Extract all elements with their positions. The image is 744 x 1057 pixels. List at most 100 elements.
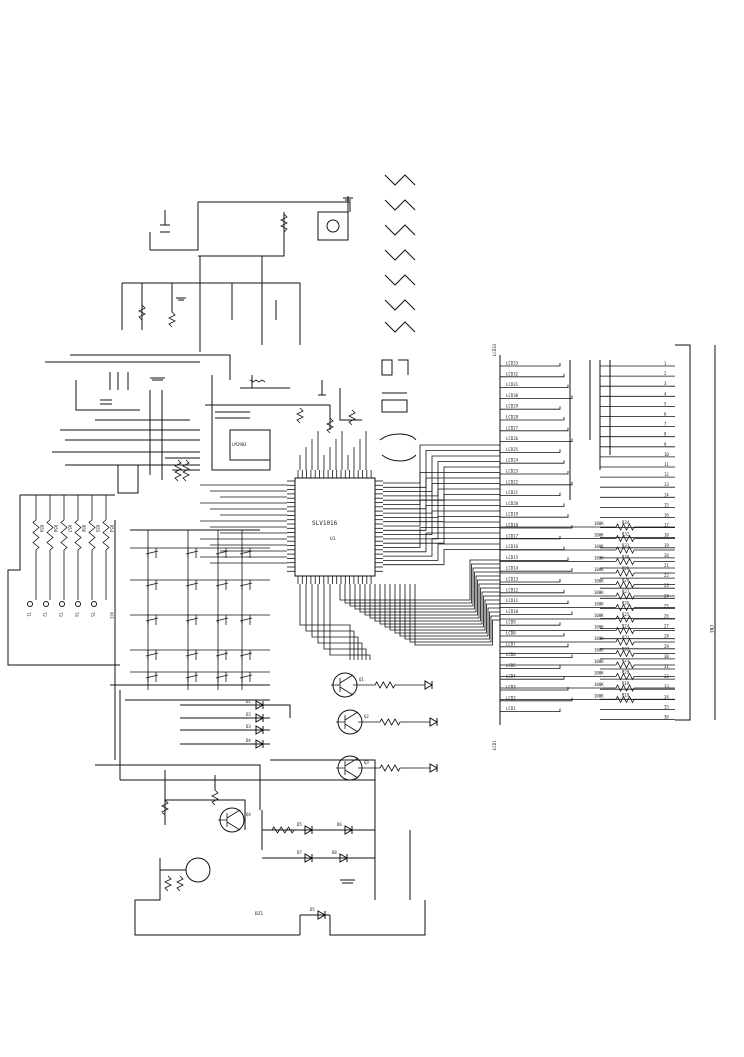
resistor (615, 557, 635, 566)
terminal (27, 601, 33, 607)
resistor-value: 100K (594, 671, 604, 676)
lcd-pin-label: LCD15 (506, 555, 519, 560)
bus-wire (383, 494, 500, 523)
matrix-wires (110, 520, 270, 760)
lcd-line (500, 643, 569, 648)
bus-wire (383, 477, 500, 510)
lcd-pin-label: LCD8 (506, 631, 516, 636)
connector-pin: 23 (664, 583, 669, 588)
bus-wire (374, 584, 500, 622)
lcd-line (500, 492, 561, 496)
opamp-label: LM2903 (232, 442, 247, 447)
lcd-line (500, 449, 561, 453)
mcu-pins-right (375, 480, 383, 572)
lcd-pin-label: LCD9 (506, 620, 516, 625)
resistor-value: 100K (594, 625, 604, 630)
lcd-line (500, 557, 569, 561)
lcd-pin-label: LCD24 (506, 458, 519, 463)
resistor-value: 100K (594, 636, 604, 641)
left-res-label: R56 (81, 525, 86, 533)
diode-label: D2 (246, 712, 251, 717)
lcd-line (500, 417, 565, 421)
connector-pin: 8 (664, 432, 667, 437)
lcd-pin-label: LCD1 (506, 706, 516, 711)
lcd-line (500, 427, 569, 432)
top-sensor-block (149, 196, 353, 352)
left-res-label: R59 (39, 525, 44, 533)
resistor-ref: R21 (622, 658, 630, 663)
lcd-pin-label: LCD26 (506, 436, 519, 441)
diode-symbol (424, 680, 434, 690)
left-res-label: R58 (53, 525, 58, 533)
bus-wire (383, 499, 500, 527)
resistor (615, 603, 635, 612)
lcd-pin-label: LCD18 (506, 523, 519, 528)
frame-wires (95, 690, 376, 830)
bus-wire (354, 571, 500, 610)
lcd-pin-label: LCD30 (506, 393, 519, 398)
resistor-value: 100K (594, 556, 604, 561)
transistor-label: Q2 (364, 714, 369, 719)
diode-symbol (317, 910, 327, 920)
lcd-pin-label: LCD7 (506, 641, 516, 646)
connector-pin: 20 (664, 553, 669, 558)
diode-symbol (304, 853, 314, 863)
resistor-ref: R20 (622, 670, 630, 675)
diode-symbol (304, 825, 314, 835)
connector-pin: 19 (664, 543, 669, 548)
bus-wire (311, 584, 359, 660)
lcd-pin-label: LCD27 (506, 425, 519, 430)
lcd-pin-label: LCD16 (506, 544, 519, 549)
connector-pin: 9 (664, 442, 667, 447)
connector-pin: 15 (664, 502, 669, 507)
connector-pin: 13 (664, 482, 669, 487)
lcd-art-block (379, 174, 417, 462)
mcu-part: SLV1016 (312, 520, 338, 527)
terminal (59, 601, 65, 607)
resistor (615, 672, 635, 681)
connector-pin: 31 (664, 664, 669, 669)
resistor (615, 626, 635, 635)
transistor-leads (331, 674, 354, 696)
lcd-line (500, 525, 573, 529)
lcd-line (500, 363, 561, 367)
led-label: D6 (337, 822, 342, 827)
connector-pin: 21 (664, 563, 669, 568)
terminal (75, 601, 81, 607)
bus-wire (384, 584, 500, 628)
lcd-labels: LCD33LCD32LCD31LCD30LCD29LCD28LCD27LCD26… (492, 343, 573, 750)
connector-pin: 14 (664, 492, 669, 497)
connector-pin: 34 (664, 694, 669, 699)
bus-wire (383, 527, 500, 548)
resistor-ref: R26 (622, 601, 630, 606)
transistor-leads (336, 757, 359, 779)
mcu-ref: U1 (330, 536, 336, 542)
resistor (379, 718, 401, 726)
bus-wire (383, 549, 500, 566)
lcd-line (500, 514, 569, 518)
resistor (46, 519, 54, 551)
connector-pin: 3 (664, 381, 667, 386)
resistor-ref: R28 (622, 578, 630, 583)
bus-wire (383, 483, 500, 514)
lcd-top-label: LCD33 (492, 343, 497, 356)
lcd-line (500, 395, 573, 399)
lcd-pin-label: LCD25 (506, 447, 519, 452)
bus-wire (317, 584, 363, 660)
led-label: D5 (310, 907, 315, 912)
terminal (91, 601, 97, 607)
switch-matrix (130, 530, 270, 690)
connector-pin: 6 (664, 412, 667, 417)
lcd-pin-label: LCD20 (506, 501, 519, 506)
connector-pin: 33 (664, 684, 669, 689)
left-res-label: R54 (109, 525, 114, 533)
connector-pin: 1 (664, 361, 667, 366)
lcd-pin-label: LCD33 (506, 361, 519, 366)
lcd-pin-label: LCD14 (506, 566, 519, 571)
left-res-label: R55 (95, 525, 100, 533)
bus-wire (383, 472, 500, 505)
resistor-ref: R24 (622, 624, 630, 629)
lcd-line (500, 568, 573, 572)
bus-wire (323, 584, 367, 660)
